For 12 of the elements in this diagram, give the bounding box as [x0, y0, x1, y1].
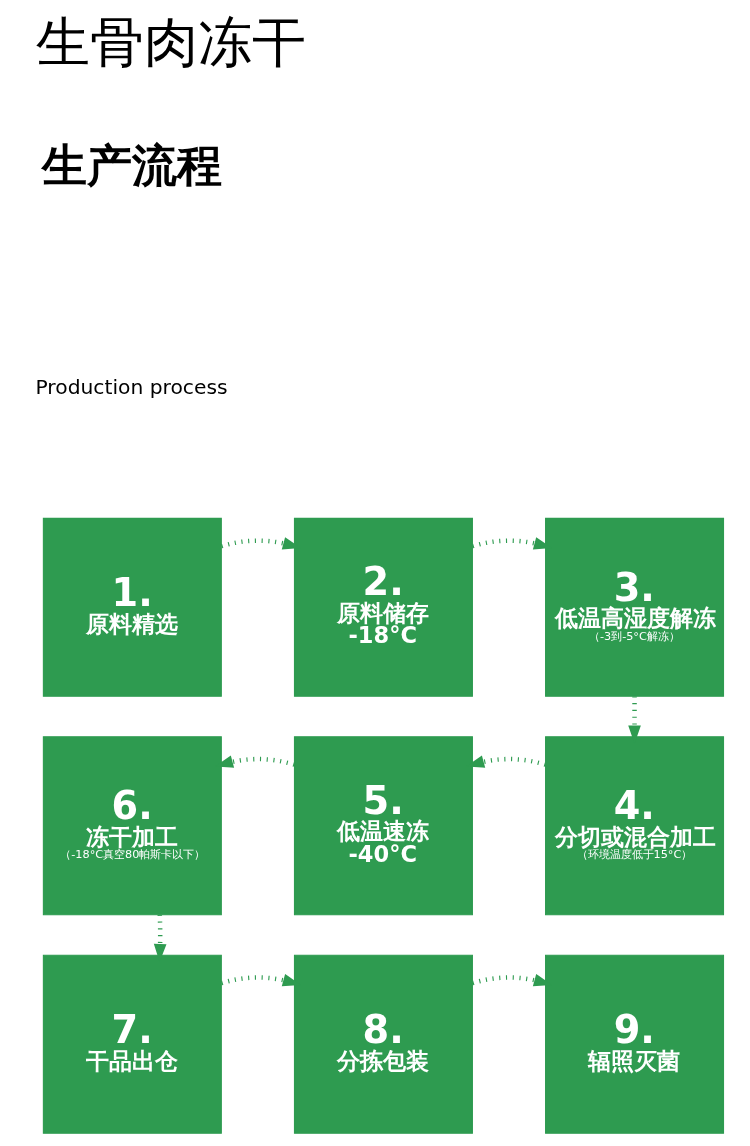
node-box: 7. 干品出仓 [42, 954, 222, 1134]
diagram-title: 生骨肉冻干 [36, 10, 307, 74]
node-box: 5. 低温速冻 -40°C [293, 736, 473, 916]
node-box: 1. 原料精选 [42, 517, 222, 697]
label: Production process [35, 374, 228, 399]
node-box: 9. 辐照灭菌 [545, 954, 725, 1134]
label: 生产流程 [42, 138, 223, 192]
node-box: 8. 分拣包装 [293, 954, 473, 1134]
node-box: 3. 低温高湿度解冻 （-3到-5°C解冻） [545, 517, 725, 697]
node-box: 6. 冻干加工 （-18°C真空80帕斯卡以下） [42, 736, 222, 916]
node-box: 2. 原料储存 -18°C [293, 517, 473, 697]
node-box: 4. 分切或混合加工 （环境温度低于15°C） [545, 736, 725, 916]
